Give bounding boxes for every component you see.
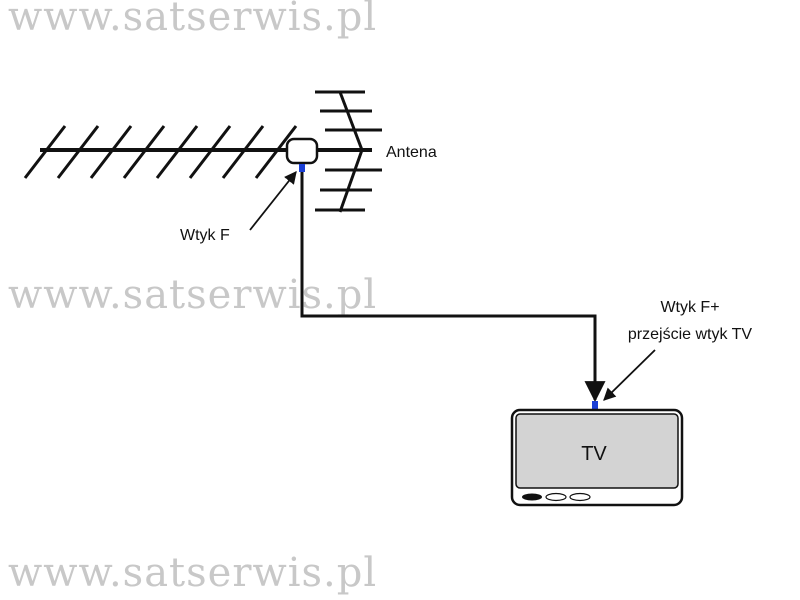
watermark-bottom: www.satserwis.pl — [8, 550, 378, 596]
tv-set: TV — [510, 408, 684, 507]
f-plug-label: Wtyk F — [180, 227, 230, 244]
antenna-director — [122, 125, 166, 179]
antenna-director — [56, 125, 100, 179]
antenna-director — [254, 125, 298, 179]
reflector-spine — [338, 91, 364, 151]
tv-screen — [515, 413, 679, 489]
pointer-arrow-f-plus — [603, 349, 656, 401]
watermark-top: www.satserwis.pl — [8, 0, 378, 40]
f-plus-label-line2: przejście wtyk TV — [628, 326, 753, 343]
tv-button — [569, 492, 591, 502]
antenna-directors — [23, 125, 298, 179]
antenna-director — [188, 125, 232, 179]
antenna-director — [155, 125, 199, 179]
reflector-spine — [338, 149, 364, 213]
antenna-director — [221, 125, 265, 179]
coax-cable — [300, 166, 606, 403]
antenna-dipole-box — [285, 137, 319, 165]
antenna-director — [89, 125, 133, 179]
f-plus-label-line1: Wtyk F+ — [660, 299, 719, 316]
f-connector-antenna — [299, 164, 305, 172]
f-connector-tv — [592, 401, 598, 409]
watermark-middle: www.satserwis.pl — [8, 272, 378, 318]
antenna-director — [23, 125, 67, 179]
tv-button — [522, 493, 542, 501]
antenna-label: Antena — [386, 144, 437, 161]
tv-label: TV — [581, 443, 607, 465]
pointer-arrow-f-plug — [249, 171, 297, 231]
tv-button — [545, 492, 567, 502]
antenna-reflector — [315, 90, 382, 213]
